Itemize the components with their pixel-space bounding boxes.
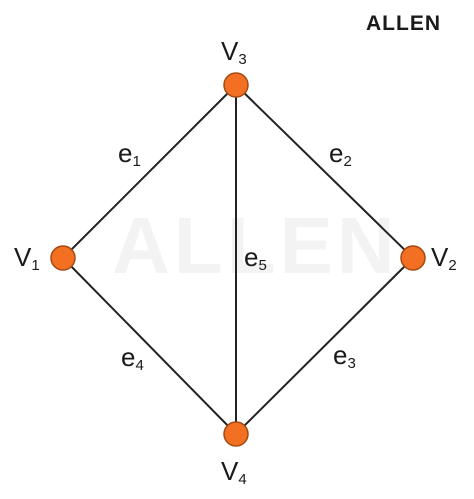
edge-label-e1: e1 <box>118 138 141 170</box>
edge-label-e2: e2 <box>329 138 352 170</box>
vertices-layer <box>50 72 426 447</box>
vertex-v2 <box>400 245 426 271</box>
edge-e4 <box>62 257 237 435</box>
edge-label-e5: e5 <box>244 242 267 274</box>
edge-label-e4: e4 <box>121 342 144 374</box>
edge-e2 <box>235 84 414 259</box>
edge-label-e3: e3 <box>333 340 356 372</box>
watermark: ALLEN <box>112 201 399 290</box>
vertex-label-v1: V1 <box>14 242 40 274</box>
vertex-v1 <box>50 245 76 271</box>
vertex-label-v4: V4 <box>221 456 247 488</box>
vertex-label-v2: V2 <box>431 242 457 274</box>
edge-e1 <box>62 84 237 259</box>
vertex-v3 <box>223 72 249 98</box>
edge-e3 <box>235 257 414 435</box>
brand-logo: ALLEN <box>366 12 441 35</box>
vertex-label-v3: V3 <box>221 36 247 68</box>
vertex-v4 <box>223 421 249 447</box>
edges-layer <box>62 84 414 435</box>
